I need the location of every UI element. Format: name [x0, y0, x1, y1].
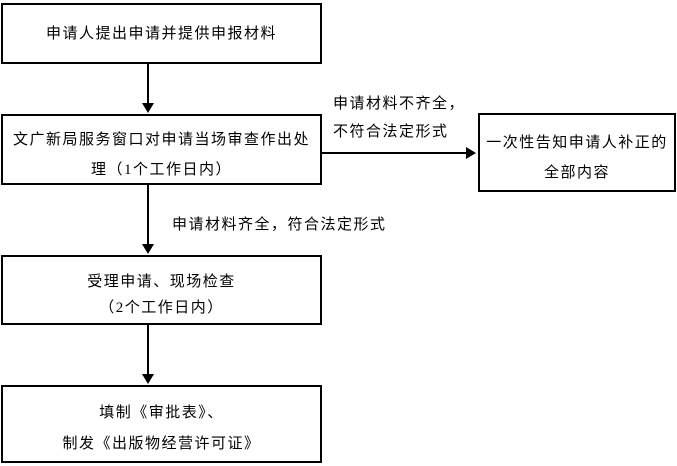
flow-node-accept-inspect: 受理申请、现场检查 （2个工作日内） — [1, 255, 322, 325]
flow-node-issue-license: 填制《审批表》、 制发《出版物经营许可证》 — [1, 385, 322, 463]
flow-node-text-line1: 一次性告知申请人补正的 — [486, 134, 668, 151]
arrow-down-head-icon — [142, 374, 154, 384]
flow-node-text: 申请人提出申请并提供申报材料 — [45, 25, 277, 42]
arrow-down-line-3 — [147, 325, 149, 376]
arrow-right-line — [322, 152, 467, 154]
edge-label-incomplete-line1: 申请材料不齐全， — [333, 96, 466, 112]
flow-node-text-line1: 填制《审批表》、 — [99, 405, 224, 421]
arrow-down-line-1 — [147, 64, 149, 105]
flow-node-notify-correction: 一次性告知申请人补正的 全部内容 — [478, 113, 676, 192]
edge-label-incomplete-line2: 不符合法定形式 — [333, 124, 449, 140]
arrow-down-head-icon — [142, 103, 154, 113]
flow-node-text-line1: 文广新局服务窗口对申请当场审查作出处 — [12, 131, 310, 148]
flow-node-window-review: 文广新局服务窗口对申请当场审查作出处 理（1个工作日内） — [1, 114, 322, 185]
edge-label-incomplete: 申请材料不齐全， 不符合法定形式 — [333, 90, 465, 146]
arrow-down-head-icon — [142, 244, 154, 254]
flow-node-text-line2: 理（1个工作日内） — [90, 161, 232, 178]
flow-node-text-line1: 受理申请、现场检查 — [87, 274, 236, 290]
arrow-down-line-2 — [147, 185, 149, 246]
arrow-right-head-icon — [466, 147, 476, 159]
flow-node-text-line2: （2个工作日内） — [99, 300, 224, 316]
flow-node-text-line2: 全部内容 — [543, 164, 610, 181]
flow-node-submit-application: 申请人提出申请并提供申报材料 — [1, 3, 322, 64]
edge-label-complete: 申请材料齐全，符合法定形式 — [172, 217, 387, 233]
flow-node-text-line2: 制发《出版物经营许可证》 — [62, 436, 261, 452]
